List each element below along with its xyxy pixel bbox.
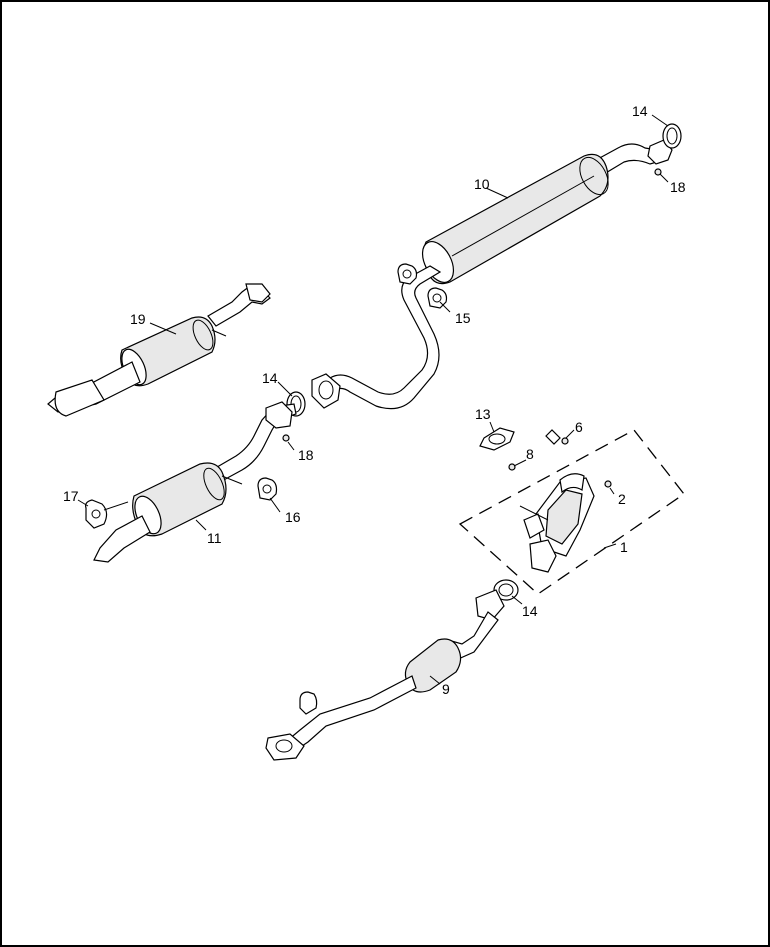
part-18-nuts [282, 168, 662, 442]
part-2-stud [604, 480, 612, 488]
leader-lines [77, 114, 669, 685]
callout-16: 16 [285, 509, 301, 525]
callout-14-mid: 14 [262, 370, 278, 386]
callout-10: 10 [474, 176, 490, 192]
part-11-front-muffler [93, 401, 297, 563]
callout-11: 11 [207, 530, 222, 546]
part-15-hanger-isolators [397, 263, 448, 309]
callout-9: 9 [442, 681, 450, 697]
part-14-gaskets [286, 123, 682, 601]
part-17-hanger-isolator [85, 499, 129, 529]
part-10-rear-muffler [311, 139, 673, 410]
callout-8: 8 [526, 446, 534, 462]
callout-14-front: 14 [522, 603, 538, 619]
callout-18-rear: 18 [670, 179, 686, 195]
callout-17: 17 [63, 488, 79, 504]
part-13-gasket [479, 427, 515, 451]
callout-2: 2 [618, 491, 626, 507]
callout-18-mid: 18 [298, 447, 314, 463]
callout-15: 15 [455, 310, 471, 326]
part-1-catalytic-converter-group [458, 429, 685, 595]
part-9-front-pipe [265, 589, 505, 761]
callout-14-rear: 14 [632, 103, 648, 119]
part-6-bolt [545, 429, 569, 445]
part-19-alternate-muffler [47, 283, 271, 417]
callout-labels: 10 15 14 18 19 14 18 17 16 11 13 6 8 2 1… [63, 103, 686, 697]
callout-1: 1 [620, 539, 628, 555]
callout-6: 6 [575, 419, 583, 435]
part-16-hanger-isolator [257, 477, 278, 501]
callout-13: 13 [475, 406, 491, 422]
part-8-stud [508, 463, 516, 471]
callout-19: 19 [130, 311, 146, 327]
